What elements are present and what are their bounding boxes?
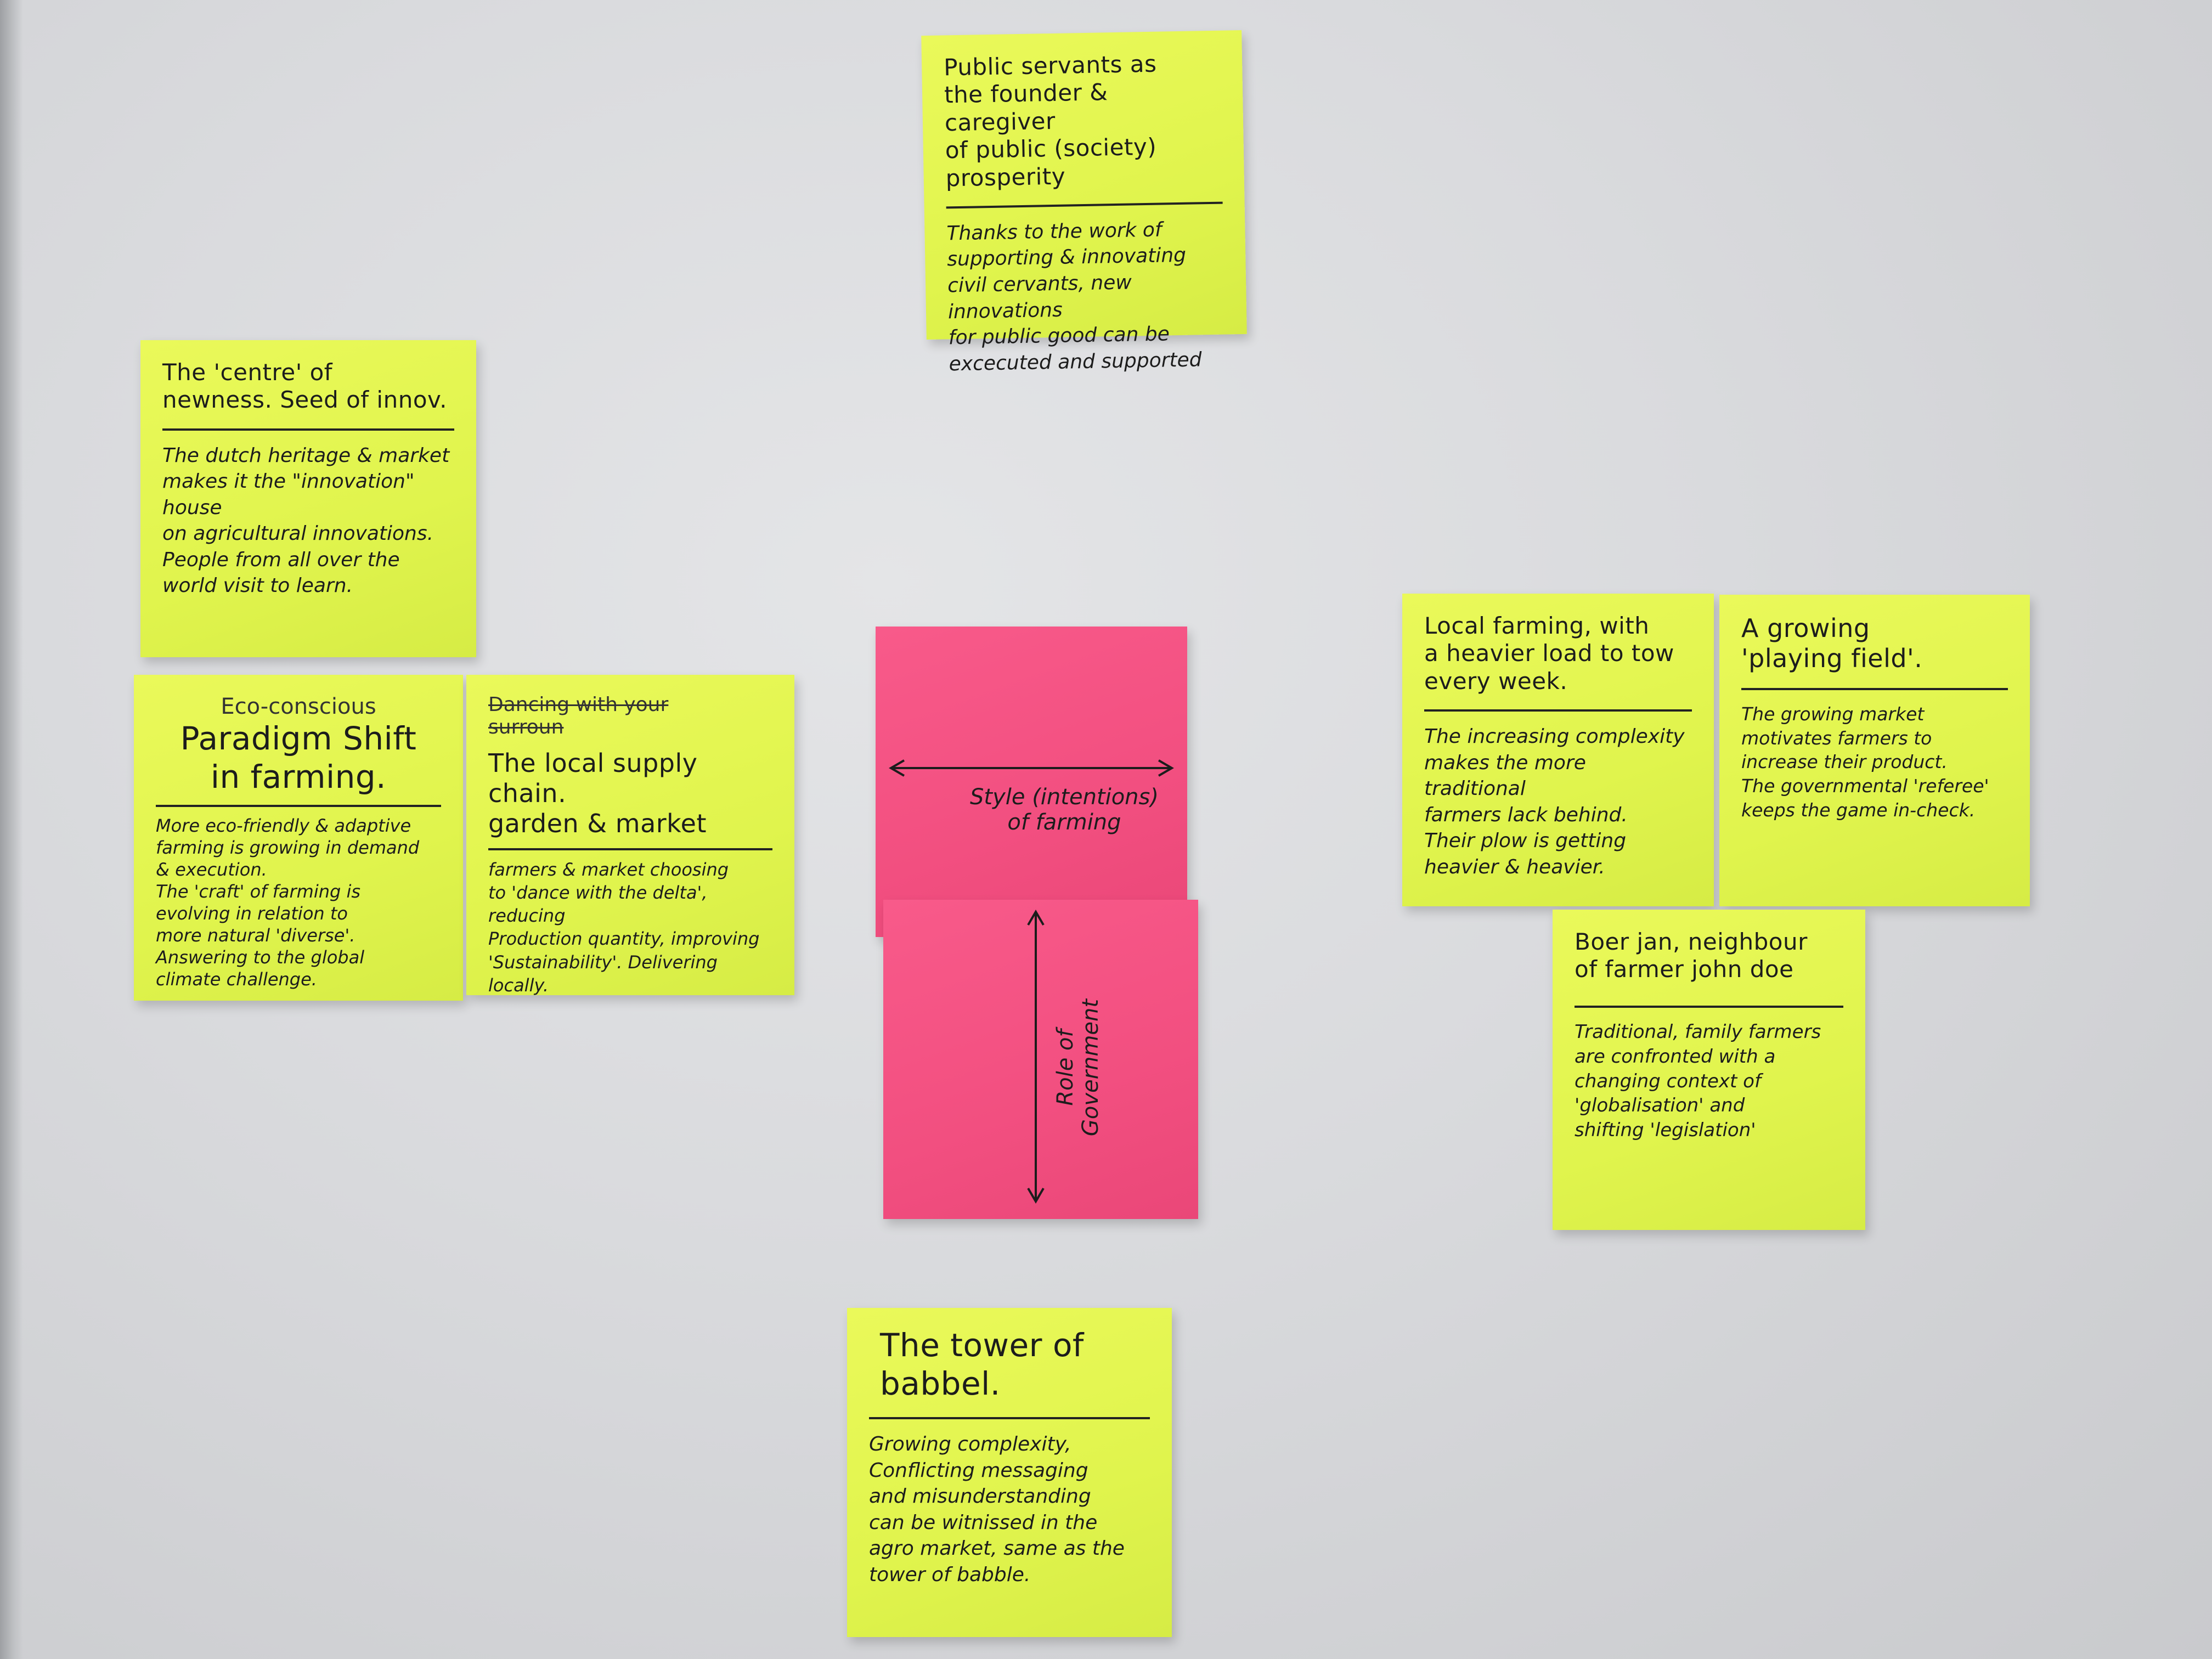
note-title: Boer jan, neighbour of farmer john doe bbox=[1575, 928, 1808, 983]
note-body: More eco-friendly & adaptive farming is … bbox=[156, 815, 420, 990]
note-divider bbox=[946, 201, 1223, 209]
note-divider bbox=[1741, 688, 2008, 691]
sticky-note-axis-bottom[interactable] bbox=[883, 900, 1198, 1219]
sticky-note-eco-paradigm-shift[interactable]: Eco-conscious Paradigm Shift in farming.… bbox=[134, 675, 463, 1001]
sticky-note-public-servants[interactable]: Public servants as the founder & caregiv… bbox=[921, 30, 1247, 375]
wall-edge-shadow bbox=[0, 0, 23, 1659]
horizontal-axis-label: Style (intentions) of farming bbox=[970, 785, 1159, 835]
vertical-axis-arrow bbox=[1027, 910, 1045, 1204]
note-body: Traditional, family farmers are confront… bbox=[1575, 1020, 1821, 1142]
note-body: Thanks to the work of supporting & innov… bbox=[946, 218, 1202, 375]
sticky-note-playing-field[interactable]: A growing 'playing field'. The growing m… bbox=[1719, 595, 2030, 906]
note-title: The local supply chain. garden & market bbox=[488, 748, 707, 839]
vertical-axis-label: Role of Government bbox=[1053, 998, 1103, 1137]
note-title: The tower of babbel. bbox=[880, 1327, 1084, 1402]
note-body: The dutch heritage & market makes it the… bbox=[162, 444, 450, 597]
sticky-note-local-supply-chain[interactable]: Dancing with your surroun The local supp… bbox=[466, 675, 794, 996]
note-subtitle: Eco-conscious bbox=[221, 694, 376, 719]
note-divider bbox=[488, 848, 772, 850]
note-divider bbox=[1424, 709, 1692, 712]
note-body: The growing market motivates farmers to … bbox=[1741, 703, 1989, 821]
sticky-note-centre-of-newness[interactable]: The 'centre' of newness. Seed of innov. … bbox=[140, 340, 476, 657]
note-struck-text: Dancing with your surroun bbox=[488, 693, 669, 738]
note-title: The 'centre' of newness. Seed of innov. bbox=[162, 359, 447, 414]
note-divider bbox=[1575, 1005, 1843, 1008]
note-body: farmers & market choosing to 'dance with… bbox=[488, 859, 760, 996]
note-title: A growing 'playing field'. bbox=[1741, 613, 1923, 674]
note-divider bbox=[162, 428, 454, 431]
sticky-note-tower-of-babel[interactable]: The tower of babbel. Growing complexity,… bbox=[847, 1308, 1172, 1637]
note-title: Paradigm Shift in farming. bbox=[180, 720, 417, 795]
sticky-note-axis-top[interactable] bbox=[876, 627, 1187, 937]
sticky-note-boer-jan[interactable]: Boer jan, neighbour of farmer john doe T… bbox=[1553, 910, 1865, 1230]
note-divider bbox=[869, 1417, 1150, 1420]
note-body: The increasing complexity makes the more… bbox=[1424, 725, 1685, 878]
horizontal-axis-arrow bbox=[889, 759, 1174, 777]
note-divider bbox=[156, 805, 441, 808]
note-title: Public servants as the founder & caregiv… bbox=[943, 50, 1157, 191]
note-body: Growing complexity, Conflicting messagin… bbox=[869, 1433, 1125, 1586]
sticky-note-local-farming[interactable]: Local farming, with a heavier load to to… bbox=[1402, 594, 1714, 906]
note-title: Local farming, with a heavier load to to… bbox=[1424, 612, 1674, 695]
